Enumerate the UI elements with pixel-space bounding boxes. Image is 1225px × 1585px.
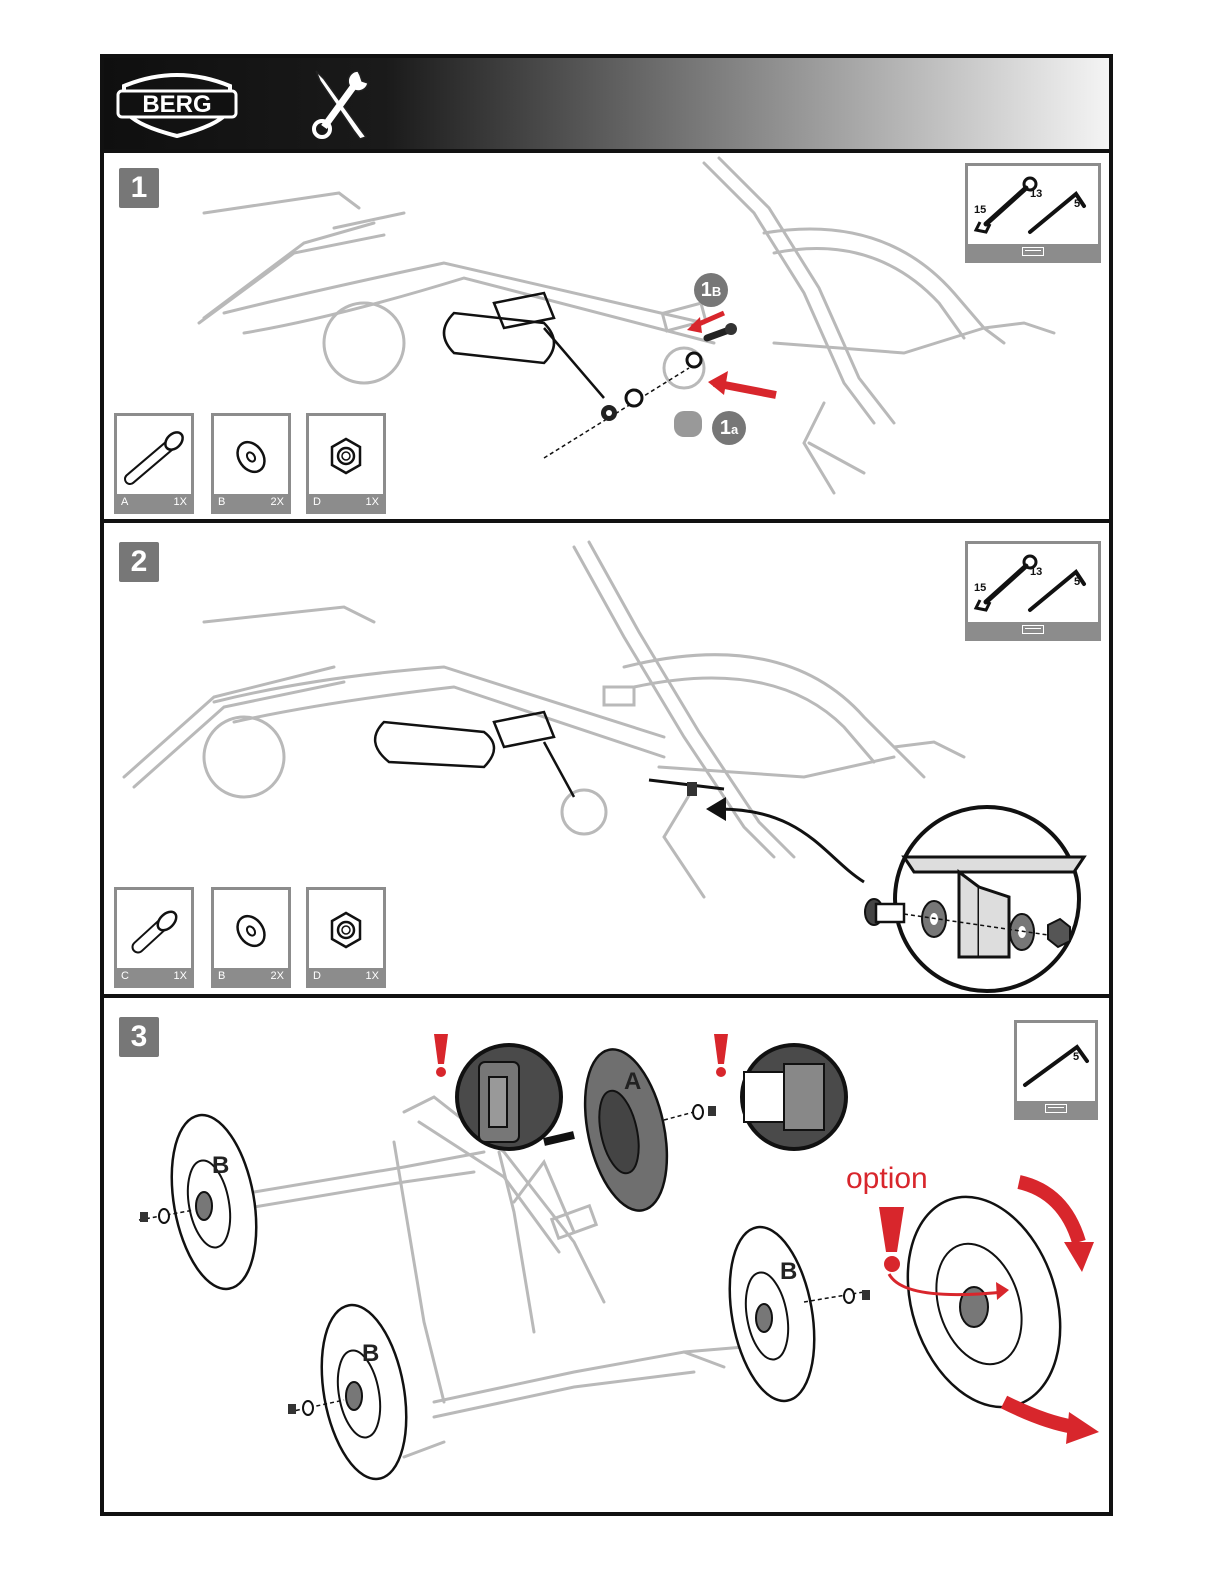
long-bolt-icon	[122, 421, 186, 493]
tools-icon	[310, 67, 372, 141]
part-card: D 1X	[306, 413, 386, 514]
step-3-illustration	[104, 1002, 1109, 1516]
part-qty: 2X	[271, 494, 284, 511]
wheel-label-a: A	[624, 1068, 641, 1096]
toolbox-strip	[968, 244, 1098, 260]
step-2-panel: 2	[104, 527, 1109, 998]
part-card: B 2X	[211, 887, 291, 988]
toolbox-strip	[1017, 1101, 1095, 1117]
instruction-sheet: BERG 1	[100, 54, 1113, 1516]
toolbox-icon	[1022, 247, 1044, 256]
part-qty: 1X	[174, 968, 187, 985]
part-letter: D	[313, 494, 321, 511]
wrench-size-13: 13	[1030, 188, 1042, 200]
washer-icon	[219, 895, 283, 967]
hex-key-icon	[1017, 1023, 1097, 1103]
part-letter: A	[121, 494, 128, 511]
part-qty: 2X	[271, 968, 284, 985]
tools-required-box: 5	[1014, 1020, 1098, 1120]
option-label: option	[846, 1162, 928, 1196]
part-letter: B	[218, 968, 225, 985]
toolbox-icon	[1045, 1104, 1067, 1113]
wheel-label-b: B	[362, 1340, 379, 1368]
short-bolt-icon	[122, 895, 186, 967]
logo-text: BERG	[142, 91, 211, 118]
step-1-panel: 1	[104, 153, 1109, 523]
step-3-panel: 3	[104, 1002, 1109, 1516]
part-qty: 1X	[174, 494, 187, 511]
header-bar: BERG	[104, 58, 1109, 153]
wrench-size-13: 13	[1030, 566, 1042, 578]
hex-key-size: 5	[1074, 576, 1080, 588]
part-card: C 1X	[114, 887, 194, 988]
callout-1a: 1a	[712, 411, 746, 445]
part-qty: 1X	[366, 494, 379, 511]
wheel-label-b: B	[212, 1152, 229, 1180]
toolbox-strip	[968, 622, 1098, 638]
part-letter: B	[218, 494, 225, 511]
part-card: A 1X	[114, 413, 194, 514]
part-qty: 1X	[366, 968, 379, 985]
washer-icon	[219, 421, 283, 493]
wheel-label-b: B	[780, 1258, 797, 1286]
nut-icon	[314, 895, 378, 967]
part-letter: D	[313, 968, 321, 985]
tools-required-box: 15 13 5	[965, 541, 1101, 641]
part-card: D 1X	[306, 887, 386, 988]
part-letter: C	[121, 968, 129, 985]
hex-key-size: 5	[1073, 1051, 1079, 1063]
hex-key-size: 5	[1074, 198, 1080, 210]
callout-1b: 1B	[694, 273, 728, 307]
part-card: B 2X	[211, 413, 291, 514]
wrench-size-15: 15	[974, 582, 986, 594]
toolbox-icon	[1022, 625, 1044, 634]
wrench-size-15: 15	[974, 204, 986, 216]
berg-logo: BERG	[114, 68, 240, 138]
nut-icon	[314, 421, 378, 493]
tools-required-box: 15 13 5	[965, 163, 1101, 263]
